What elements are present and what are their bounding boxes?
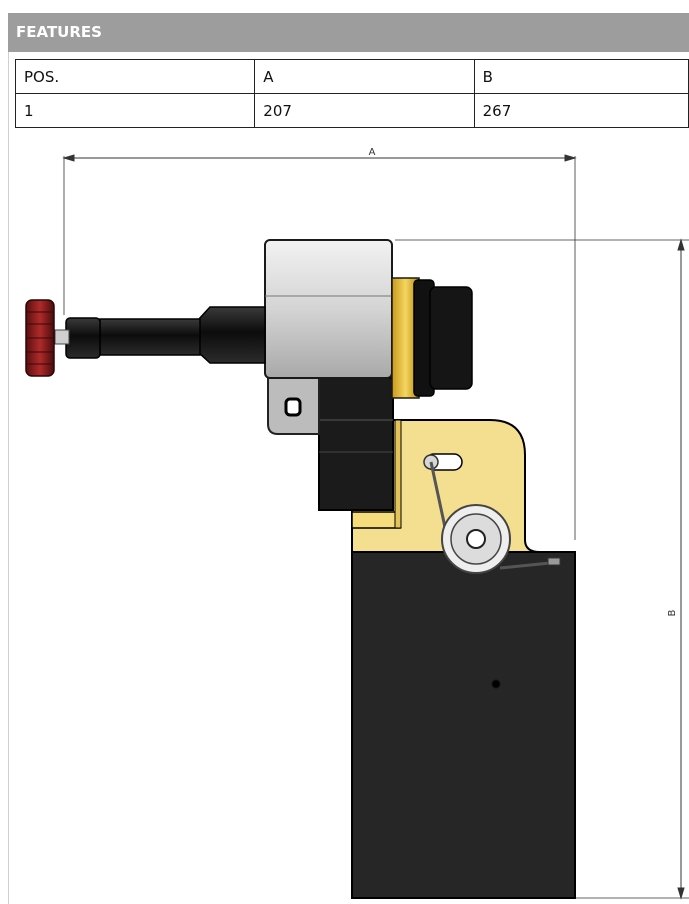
column-header-a: A	[254, 59, 475, 94]
spring-center	[466, 529, 486, 549]
column-header-pos: POS.	[14, 59, 256, 94]
silver-housing	[264, 239, 393, 379]
bracket-step	[351, 511, 401, 529]
dimension-a-label: A	[369, 147, 376, 158]
shaft-collar	[197, 306, 266, 364]
bracket-plate	[351, 419, 575, 553]
dimension-a	[62, 154, 577, 540]
features-header: FEATURES	[8, 13, 689, 52]
cell-b: 267	[473, 93, 689, 128]
dimensions-table: POS. A B 1 207 267	[14, 59, 689, 128]
table-row: 1 207 267	[14, 93, 689, 128]
shaft	[99, 318, 201, 356]
base-block	[351, 551, 576, 899]
left-border-rule	[8, 52, 9, 904]
clamp-block	[318, 377, 394, 511]
end-cap	[429, 286, 473, 390]
cell-pos: 1	[14, 93, 256, 128]
table-header-row: POS. A B	[14, 59, 689, 94]
dimension-b-label: B	[667, 609, 678, 616]
dimension-b	[395, 238, 689, 900]
cell-a: 207	[254, 93, 475, 128]
shaft-end	[65, 317, 101, 359]
mounting-hole	[284, 397, 302, 417]
base-screw-hole	[491, 679, 501, 689]
